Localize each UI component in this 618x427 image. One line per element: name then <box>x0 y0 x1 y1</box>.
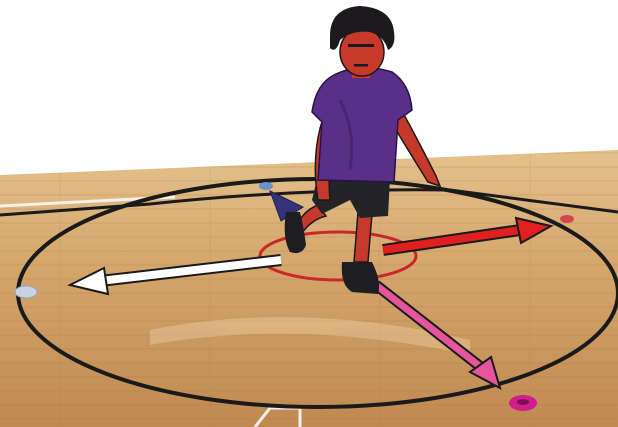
cone-top <box>259 182 273 190</box>
front-leg <box>354 212 372 262</box>
cone-left <box>15 286 37 298</box>
cone-right <box>560 215 574 223</box>
cone-bottom-hole <box>517 399 529 405</box>
